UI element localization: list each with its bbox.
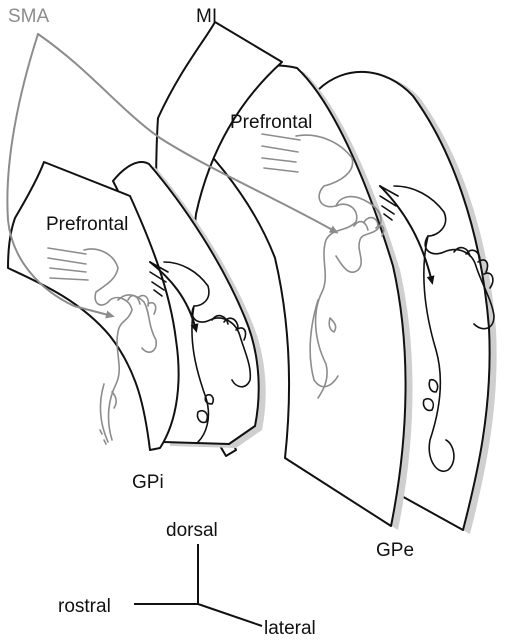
gpi-label: GPi bbox=[132, 472, 164, 493]
prefrontal-label-gpi: Prefrontal bbox=[46, 214, 128, 235]
dorsal-label: dorsal bbox=[166, 520, 218, 541]
prefrontal-label-gpe: Prefrontal bbox=[230, 112, 312, 133]
sma-projection-lines bbox=[6, 33, 339, 319]
gpe-front-terminal-field bbox=[261, 133, 385, 399]
gpi-front-terminal-field bbox=[47, 247, 158, 445]
gpe-label: GPe bbox=[376, 540, 414, 561]
rostral-label: rostral bbox=[58, 596, 111, 617]
gpe-rear-terminal-field bbox=[379, 185, 495, 473]
lateral-label: lateral bbox=[264, 618, 316, 639]
orientation-axes: dorsal rostral lateral bbox=[58, 520, 316, 639]
sma-label: SMA bbox=[8, 6, 50, 27]
mi-label: MI bbox=[196, 6, 217, 27]
gpi-slab-front bbox=[7, 161, 180, 451]
mi-projection-lines bbox=[149, 185, 435, 333]
lateral-axis-line bbox=[197, 603, 263, 627]
